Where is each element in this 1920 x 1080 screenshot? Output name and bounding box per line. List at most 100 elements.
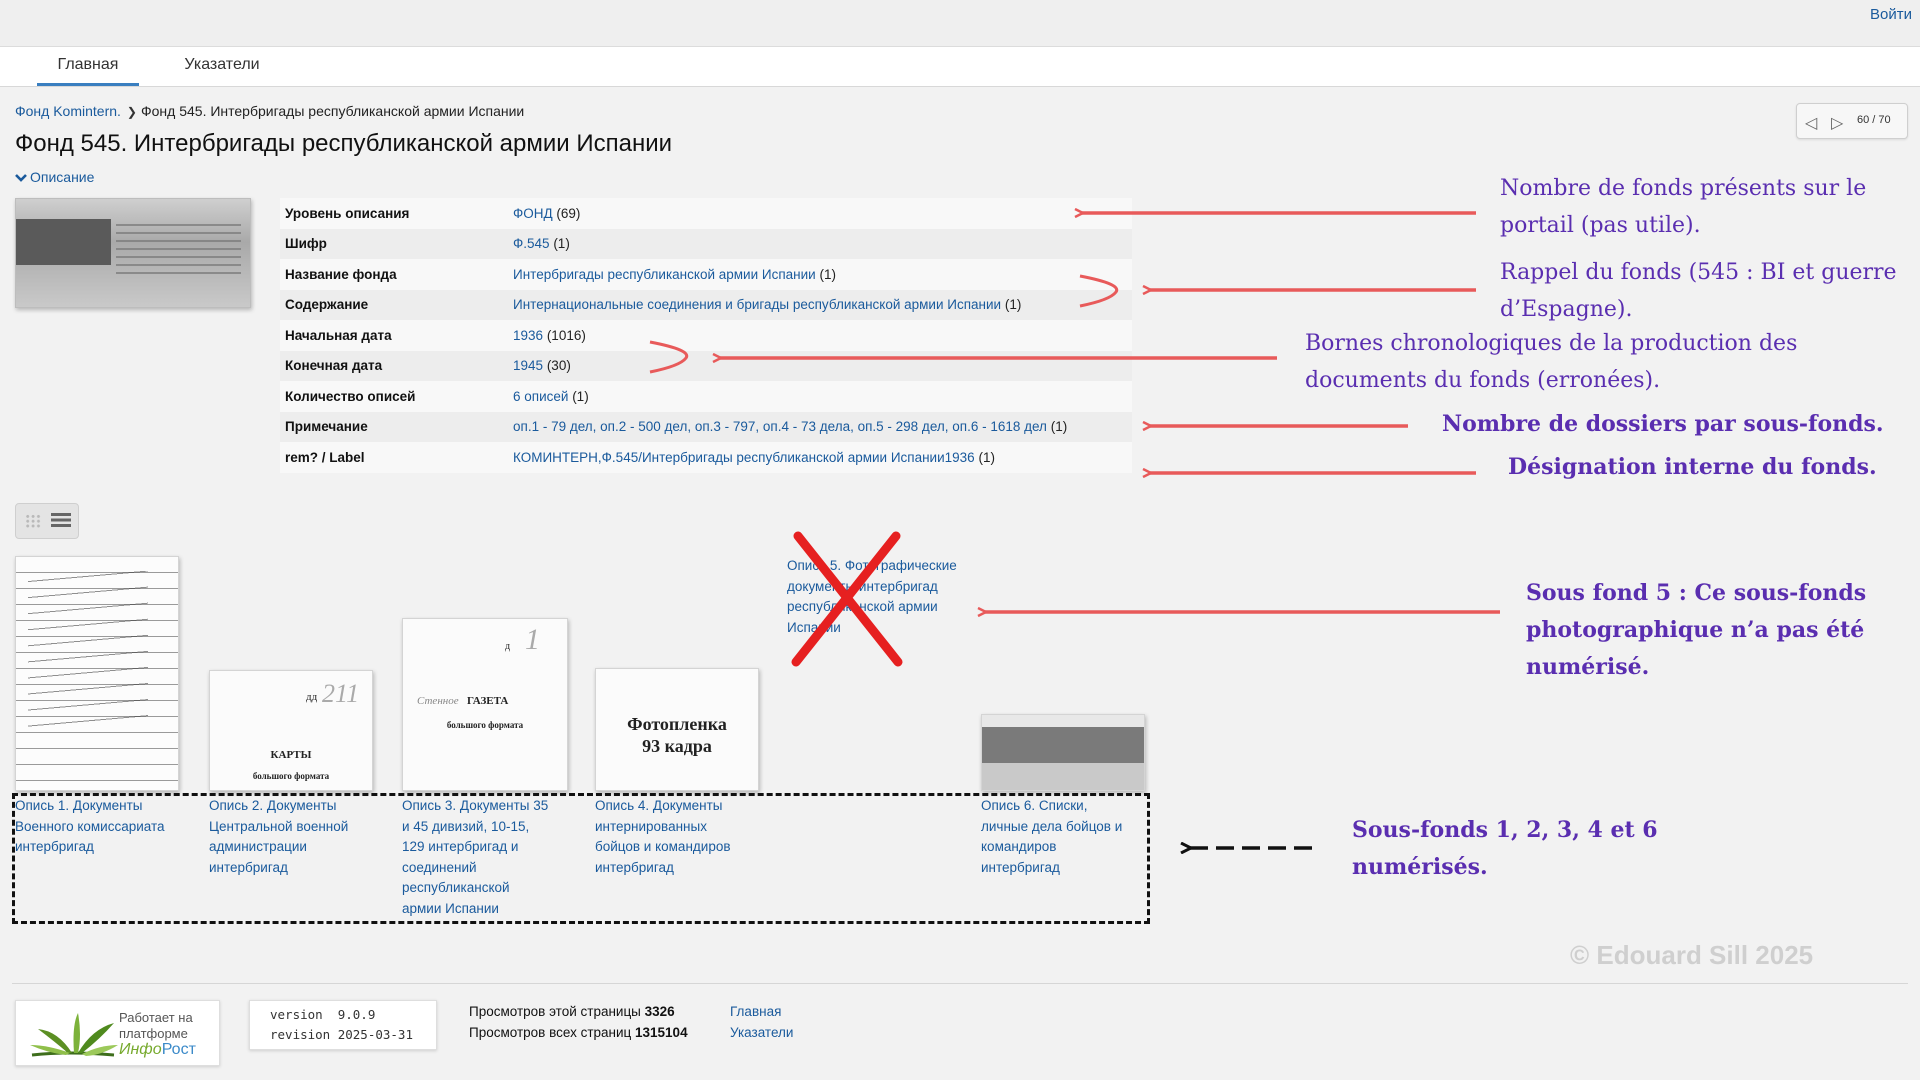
stats-all-value: 1315104 (635, 1024, 688, 1040)
row-label: Название фонда (285, 266, 397, 282)
row-count: (1) (819, 266, 836, 282)
inventory-3-thumbnail[interactable]: д 1 Стенное ГАЗЕТА большого формата (402, 618, 568, 791)
nav-bar: Главная Указатели (0, 47, 1920, 87)
description-toggle[interactable]: Описание (15, 169, 94, 185)
stamp-number: 1 (525, 623, 540, 656)
description-toggle-label: Описание (30, 169, 95, 185)
tab-index[interactable]: Указатели (184, 56, 260, 73)
stamp-subtitle: большого формата (252, 771, 330, 781)
annotation-subfond-5: Sous fond 5 : Ce sous-fonds photographiq… (1526, 580, 1867, 680)
annotation-chronology: Bornes chronologiques de la production d… (1305, 331, 1798, 393)
inventory-4-thumbnail[interactable]: Фотопленка 93 кадра (595, 668, 759, 791)
stats-page-label: Просмотров этой страницы (469, 1004, 641, 1019)
row-value-link[interactable]: ФОНД (513, 205, 553, 221)
inventory-6-thumbnail[interactable] (981, 714, 1145, 791)
platform-badge[interactable]: Работает на платформе ИнфоРост (15, 1000, 220, 1066)
stamp-title: Фотопленка (627, 714, 727, 734)
prev-arrow-icon[interactable]: ◁ (1805, 115, 1818, 132)
row-count: (1) (1050, 419, 1068, 435)
tab-home[interactable]: Главная (37, 47, 139, 86)
row-count: (1) (978, 449, 995, 465)
list-view-icon[interactable] (51, 513, 71, 529)
stamp-handwritten: Стенное (417, 695, 459, 707)
leaf-logo-icon (30, 1013, 118, 1057)
next-arrow-icon[interactable]: ▷ (1831, 115, 1844, 132)
description-row-end-date: Конечная дата 1945 (30) (280, 350, 1132, 381)
row-value-link[interactable]: Интербригады республиканской армии Испан… (513, 266, 816, 282)
row-value-link[interactable]: 1936 (513, 327, 544, 343)
row-count: (1) (1004, 297, 1022, 313)
thumbnail-dark-strip (16, 219, 111, 265)
description-row-level: Уровень описания ФОНД (69) (280, 198, 1132, 229)
row-count: (69) (556, 205, 581, 221)
stamp-subtitle: большого формата (446, 720, 524, 730)
inventory-1-link[interactable]: Опись 1. Документы Военного комиссариата… (15, 798, 165, 854)
pager-count: 60 / 70 (1857, 114, 1891, 126)
row-label: rem? / Label (285, 449, 365, 465)
red-cross-icon (791, 531, 903, 667)
footer-link-index[interactable]: Указатели (730, 1024, 794, 1040)
row-value-link[interactable]: Интернациональные соединения и бригады р… (513, 297, 1002, 313)
breadcrumb-parent-link[interactable]: Фонд Komintern. (15, 103, 121, 119)
copyright-watermark: © Edouard Sill 2025 (1570, 940, 1814, 970)
digitized-inventories-box (12, 793, 1150, 924)
inventory-1-thumbnail[interactable] (15, 556, 179, 791)
row-value-link[interactable]: 1945 (513, 358, 544, 374)
platform-name: ИнфоРост (119, 1042, 219, 1058)
row-label: Примечание (285, 419, 368, 435)
annotation-fond-reminder: Rappel du fonds (545 : BI et guerre d’Es… (1500, 260, 1897, 322)
description-row-label: rem? / Label КОМИНТЕРН,Ф.545/Интербригады… (280, 442, 1132, 473)
row-label: Содержание (285, 297, 369, 313)
chevron-down-icon (15, 174, 27, 183)
inventory-4-link[interactable]: Опись 4. Документы интернированных бойцо… (595, 798, 731, 875)
page-title: Фонд 545. Интербригады республиканской а… (15, 130, 673, 157)
breadcrumb: Фонд Komintern. ❯Фонд 545. Интербригады р… (15, 103, 524, 119)
annotation-internal-label: Désignation interne du fonds. (1508, 454, 1877, 480)
description-row-note: Примечание оп.1 - 79 дел, оп.2 - 500 дел,… (280, 411, 1132, 442)
description-row-fond-name: Название фонда Интербригады республиканск… (280, 259, 1132, 290)
stats-page-value: 3326 (644, 1004, 675, 1019)
revision-text: revision 2025-03-31 (270, 1027, 413, 1042)
pager: ◁ ▷ 60 / 70 (1796, 103, 1908, 139)
platform-line-1: Работает на (119, 1010, 193, 1025)
row-count: (1) (572, 388, 589, 404)
stamp-title: ГАЗЕТА (467, 695, 509, 707)
login-link[interactable]: Войти (1870, 6, 1912, 23)
platform-line-2: платформе (119, 1026, 188, 1041)
chevron-right-icon: ❯ (126, 105, 137, 119)
platform-name-b: Рост (161, 1041, 196, 1058)
grid-view-icon[interactable] (25, 514, 41, 528)
inventory-3-link[interactable]: Опись 3. Документы 35 и 45 дивизий, 10-1… (402, 798, 549, 916)
stamp-prefix: д (505, 641, 511, 652)
row-count: (30) (546, 358, 571, 374)
description-row-content: Содержание Интернациональные соединения и… (280, 289, 1132, 320)
row-value-link[interactable]: оп.1 - 79 дел, оп.2 - 500 дел, оп.3 - 79… (513, 419, 1047, 435)
row-value-link[interactable]: 6 описей (513, 388, 569, 404)
version-text: version 9.0.9 (270, 1007, 376, 1022)
row-label: Количество описей (285, 388, 416, 404)
stamp-subtitle: 93 кадра (642, 736, 712, 756)
inventory-2-link[interactable]: Опись 2. Документы Центральной военной а… (209, 798, 349, 875)
fond-thumbnail[interactable] (15, 198, 251, 308)
annotation-fond-count: Nombre de fonds présents sur le portail … (1500, 176, 1867, 238)
annotation-dossier-count: Nombre de dossiers par sous-fonds. (1442, 411, 1884, 437)
stats-all-label: Просмотров всех страниц (469, 1024, 632, 1040)
thumbnail-text-lines (116, 224, 241, 274)
description-row-inventory-count: Количество описей 6 описей (1) (280, 381, 1132, 412)
version-box: version 9.0.9 revision 2025-03-31 (249, 1000, 437, 1050)
row-label: Уровень описания (285, 205, 410, 221)
platform-text: Работает на платформе ИнфоРост (119, 1010, 219, 1058)
row-value-link[interactable]: КОМИНТЕРН,Ф.545/Интербригады республикан… (513, 449, 975, 465)
breadcrumb-current: Фонд 545. Интербригады республиканской а… (140, 103, 525, 119)
inventory-6-link[interactable]: Опись 6. Списки, личные дела бойцов и ко… (981, 798, 1123, 875)
stamp-title: КАРТЫ (270, 749, 312, 761)
row-count: (1) (553, 236, 570, 252)
inventory-2-thumbnail[interactable]: дд 211 КАРТЫ большого формата (209, 670, 373, 791)
row-label: Начальная дата (285, 327, 392, 343)
row-label: Конечная дата (285, 358, 383, 374)
row-value-link[interactable]: Ф.545 (513, 236, 550, 252)
footer-link-home[interactable]: Главная (730, 1004, 782, 1019)
